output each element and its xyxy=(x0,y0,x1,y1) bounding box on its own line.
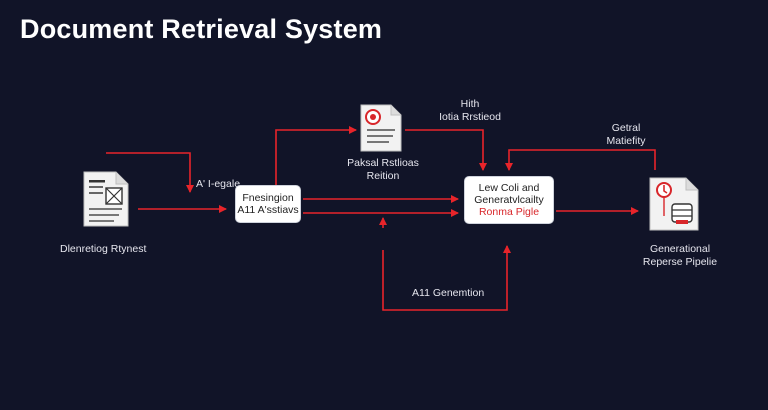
edge-label-high-retrieval: Hith Iotia Rrstieod xyxy=(425,98,515,124)
high-retrieval-line1: Hith xyxy=(460,98,480,110)
page-title: Document Retrieval System xyxy=(20,14,383,44)
document-database-icon xyxy=(649,177,699,231)
edge-label-getral-matiefity: Getral Matiefity xyxy=(596,122,656,148)
retrieval-label-line2: Reition xyxy=(366,170,400,182)
edge-label-ai-generation: A11 Genemtion xyxy=(412,287,485,299)
retrieval-document-label: Paksal Rstlioas Reition xyxy=(338,157,428,183)
arrow-ai-generation-loop xyxy=(382,245,511,311)
getral-line1: Getral xyxy=(611,122,641,134)
output-label-line1: Generational xyxy=(649,243,711,255)
processing-box-line1: Fnesingion xyxy=(242,192,294,204)
processing-box: Fnesingion A11 A'sstiavs xyxy=(236,186,300,222)
generation-box-line3: Ronma Pigle xyxy=(478,206,540,218)
arrow-input-loop xyxy=(106,152,194,193)
output-document-label: Generational Reperse Pipelie xyxy=(630,243,730,269)
high-retrieval-line2: Iotia Rrstieod xyxy=(439,111,501,123)
getral-line2: Matiefity xyxy=(606,135,646,147)
retrieval-label-line1: Paksal Rstlioas xyxy=(347,157,419,169)
processing-box-line2: A11 A'sstiavs xyxy=(237,204,299,216)
document-icon xyxy=(83,171,129,227)
edge-label-a-legale: A' I-egale xyxy=(196,178,241,190)
arrow-retrieval-to-generation xyxy=(405,129,487,171)
arrow-processing-to-retrieval xyxy=(275,126,357,194)
document-search-icon xyxy=(360,104,402,152)
input-document-label: Dlenretiog Rtynest xyxy=(60,243,147,255)
generation-box-line1: Lew Coli and xyxy=(478,182,540,194)
arrow-getral-loop xyxy=(505,149,656,171)
output-label-line2: Reperse Pipelie xyxy=(642,256,718,268)
generation-box-line2: Generatvlcailty xyxy=(474,194,544,206)
generation-box: Lew Coli and Generatvlcailty Ronma Pigle xyxy=(465,177,553,223)
